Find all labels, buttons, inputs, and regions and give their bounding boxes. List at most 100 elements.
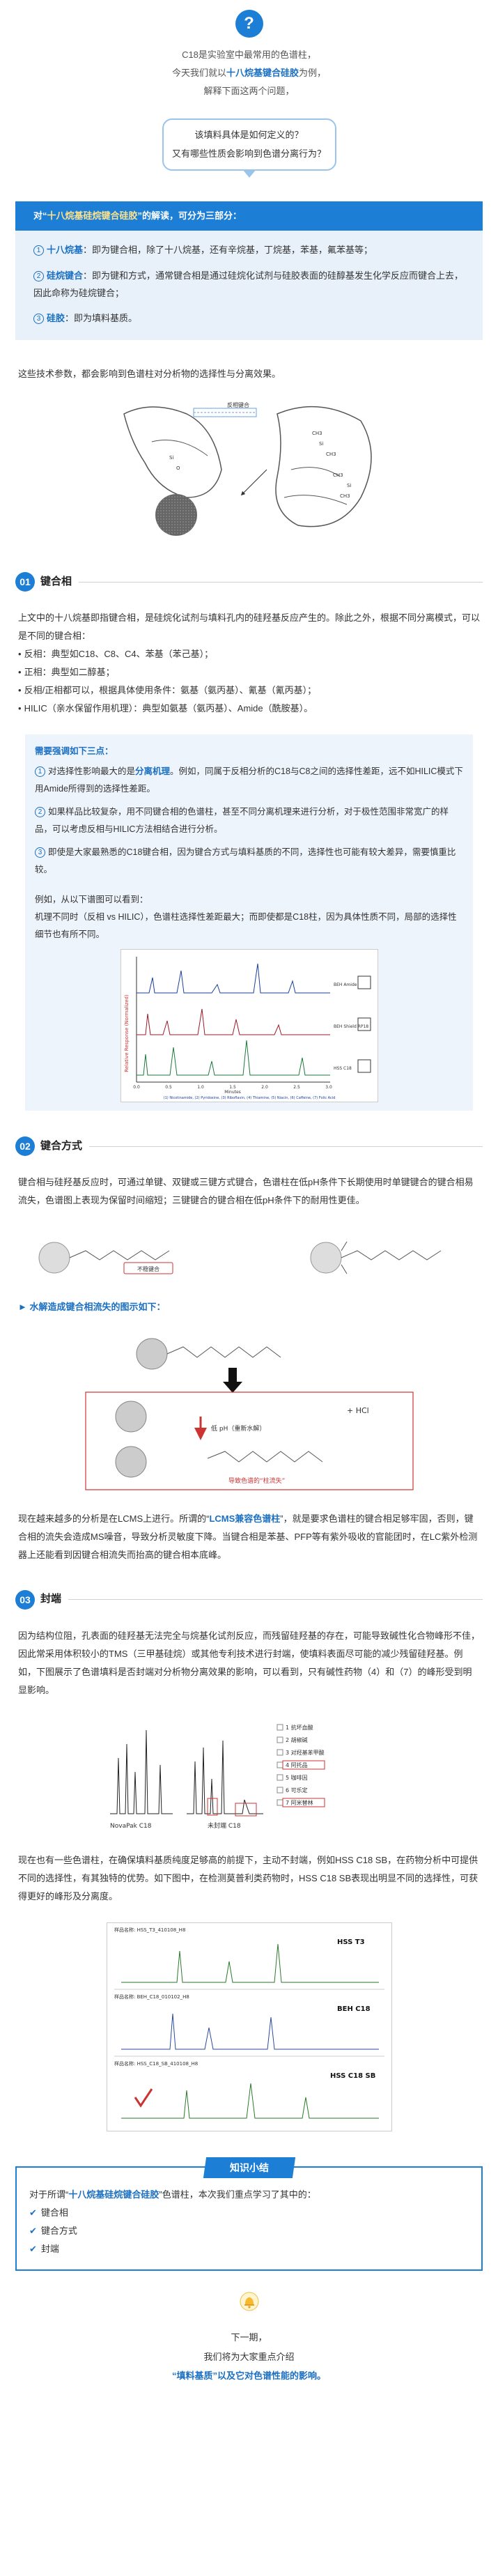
bell-icon: [240, 2292, 258, 2311]
sec2-paragraph-2: 现在越来越多的分析是在LCMS上进行。所谓的“LCMS兼容色谱柱”，就是要求色谱…: [18, 1513, 478, 1560]
chart-caption: (1) Nicotinamide, (2) Pyridoxine, (3) Ri…: [163, 1096, 335, 1100]
section-heading-03: 03 封端: [0, 1589, 498, 1610]
endcap-comparison-figure: NovaPak C18 未封端 C18 1 抗坏血酸 2 胡椒碱 3 对羟基苯甲…: [102, 1715, 396, 1835]
knowledge-summary-box: 知识小结 对于所谓“十八烷基硅烷键合硅胶”色谱柱，本次我们重点学习了其中的： ✔…: [15, 2157, 483, 2271]
question-2: 又有哪些性质会影响到色谱分离行为？: [171, 148, 326, 160]
bleed-label: 导致色谱的“柱流失”: [228, 1476, 285, 1485]
question-1: 该填料具体是如何定义的？: [194, 130, 304, 140]
low-ph-label: 低 pH（重新水解）: [211, 1424, 265, 1433]
x-tick: 1.5: [229, 1085, 236, 1090]
section-title: 键合方式: [40, 1139, 83, 1152]
column-title: HSS C18 SB: [330, 2072, 375, 2080]
svg-text:CH3: CH3: [333, 472, 343, 478]
section-title: 键合相: [40, 575, 72, 587]
legend-item: 1 抗坏血酸: [286, 1724, 313, 1731]
list-item: HILIC（亲水保留作用机理）：典型如氨基（氨丙基）、Amide（酰胺基）。: [18, 700, 480, 718]
hcl-label: + HCl: [347, 1406, 369, 1415]
fig1-label: 反相键合: [227, 401, 249, 408]
sec3-paragraph: 因为结构位阻，孔表面的硅羟基无法完全与烷基化试剂反应，而残留硅羟基的存在，可能导…: [18, 1630, 481, 1695]
sec1-paragraph: 上文中的十八烷基即指键合相，是硅烷化试剂与填料孔内的硅羟基反应产生的。除此之外，…: [18, 612, 481, 642]
chromatogram-chart: Relative Response (Normalized) BEH Amide…: [124, 957, 371, 1100]
column-label-left: NovaPak C18: [110, 1823, 152, 1830]
legend-item: 6 可乐定: [286, 1787, 308, 1794]
example-line-1: 例如，从以下谱图可以看到：: [35, 895, 148, 905]
column-label-right: 未封端 C18: [208, 1821, 241, 1830]
attention-heading: 需要强调如下三点：: [35, 746, 114, 757]
unstable-bond-label: 不稳键合: [137, 1265, 159, 1272]
x-tick: 1.0: [197, 1085, 204, 1090]
knowledge-intro: 对于所谓“十八烷基硅烷键合硅胶”色谱柱，本次我们重点学习了其中的：: [29, 2189, 316, 2200]
svg-text:Si: Si: [169, 455, 173, 461]
column-title: BEH C18: [337, 2005, 371, 2013]
footer-line-2: 我们将为大家重点介绍: [203, 2351, 295, 2362]
check-icon: ✔: [29, 2243, 37, 2254]
intro-line-3: 解释下面这两个问题，: [203, 86, 295, 96]
lead-paragraph: 这些技术参数，都会影响到色谱柱对分析物的选择性与分离效果。: [18, 369, 281, 380]
check-icon: ✔: [29, 2225, 37, 2236]
sec1-list: 反相：典型如C18、C8、C4、苯基（苯己基）； 正相：典型如二醇基； 反相/正…: [0, 645, 498, 718]
legend-item: 2 胡椒碱: [286, 1736, 308, 1743]
svg-text:CH3: CH3: [340, 493, 350, 499]
column-title: HSS T3: [337, 1938, 365, 1946]
intro-line-2: 今天我们就以十八烷基键合硅胶为例，: [171, 68, 327, 78]
trace-label: BEH Amide: [334, 982, 357, 987]
sec2-paragraph: 键合相与硅羟基反应时，可通过单键、双键或三键方式键合，色谱柱在低pH条件下长期使…: [18, 1177, 474, 1206]
question-bubble: 该填料具体是如何定义的？ 又有哪些性质会影响到色谱分离行为？: [162, 118, 336, 178]
file-label: 样品名称: BEH_C18_010102_H8: [114, 1993, 189, 2000]
x-tick: 0.0: [133, 1085, 140, 1090]
section-heading-02: 02 键合方式: [0, 1136, 498, 1157]
file-label: 样品名称: HSS_T3_410108_H8: [114, 1927, 185, 1933]
knowledge-tag: 知识小结: [203, 2157, 295, 2178]
section-number: 01: [15, 572, 35, 592]
check-icon: ✔: [29, 2207, 37, 2218]
list-item: 反相/正相都可以，根据具体使用条件：氨基（氨丙基）、氰基（氰丙基）；: [18, 681, 480, 700]
x-tick: 0.5: [165, 1085, 172, 1090]
list-item: 正相：典型如二醇基；: [18, 663, 480, 681]
hydrolysis-figure: + HCl 低 pH（重新水解） 导致色谱的“柱流失”: [68, 1325, 430, 1493]
article-page: ? C18是实验室中最常用的色谱柱， 今天我们就以十八烷基键合硅胶为例， 解释下…: [0, 0, 498, 2406]
svg-text:Si: Si: [319, 441, 323, 447]
legend-item: 5 咖啡因: [286, 1774, 308, 1781]
example-line-2: 机理不同时（反相 vs HILIC），色谱柱选择性差距最大；而即使都是C18柱，…: [35, 912, 457, 940]
section-number: 02: [15, 1136, 35, 1157]
section-heading-01: 01 键合相: [0, 571, 498, 592]
x-tick: 3.0: [325, 1085, 332, 1090]
chart-xlabel: Minutes: [224, 1090, 241, 1095]
legend-item: 4 阿托品: [286, 1761, 308, 1768]
legend-item: 3 对羟基苯甲酸: [286, 1749, 325, 1756]
column-comparison-figure: 样品名称: HSS_T3_410108_H8 样品名称: BEH_C18_010…: [106, 1922, 392, 2131]
svg-text:Si: Si: [347, 483, 351, 488]
summary-heading: 对“十八烷基硅烷键合硅胶”的解读，可分为三部分：: [15, 201, 483, 231]
chart-ylabel: Relative Response (Normalized): [124, 994, 130, 1072]
svg-text:CH3: CH3: [312, 431, 322, 436]
section-number: 03: [15, 1589, 35, 1610]
trace-label: HSS C18: [334, 1066, 352, 1071]
knowledge-item: ✔键合方式: [29, 2225, 77, 2236]
knowledge-item: ✔键合相: [29, 2207, 68, 2218]
footer: 下一期， 我们将为大家重点介绍 “填料基质”以及它对色谱性能的影响。: [0, 2271, 498, 2407]
list-item: 反相：典型如C18、C8、C4、苯基（苯己基）；: [18, 645, 480, 663]
svg-text:O: O: [176, 465, 180, 471]
x-tick: 2.5: [293, 1085, 300, 1090]
knowledge-item: ✔封端: [29, 2243, 59, 2254]
question-mark-icon: ?: [235, 10, 263, 38]
bonding-type-figure: 不稳键合: [19, 1226, 479, 1283]
legend-item: 7 阿米替林: [286, 1799, 313, 1806]
x-tick: 2.0: [261, 1085, 268, 1090]
file-label: 样品名称: HSS_C18_SB_410108_H8: [114, 2060, 198, 2067]
section-title: 封端: [40, 1593, 62, 1605]
trace-label: BEH Shield RP18: [334, 1024, 368, 1029]
hydrolysis-subheading: ► 水解造成键合相流失的图示如下：: [18, 1302, 166, 1313]
svg-text:CH3: CH3: [326, 452, 336, 457]
